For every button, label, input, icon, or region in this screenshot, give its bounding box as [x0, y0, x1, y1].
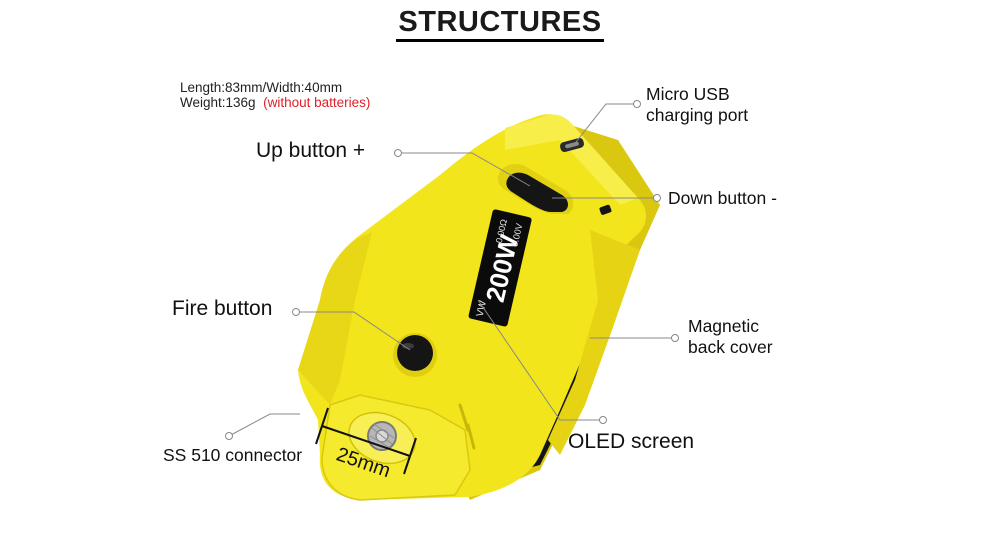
- specs-block: Length:83mm/Width:40mm Weight:136g (with…: [180, 80, 370, 110]
- label-micro-usb-line1: Micro USB: [646, 84, 730, 104]
- fire-button[interactable]: [397, 335, 433, 371]
- bottom-groove-2: [466, 423, 476, 450]
- connector-thread: [369, 423, 395, 449]
- adjust-button[interactable]: [506, 172, 568, 212]
- spec-dimensions: Length:83mm/Width:40mm: [180, 80, 343, 95]
- oled-mode: VW: [475, 299, 489, 318]
- dot-magnetic: [671, 334, 679, 342]
- leader-connector: [228, 413, 300, 437]
- label-fire-button: Fire button: [172, 297, 273, 320]
- label-down-button: Down button -: [668, 188, 777, 208]
- spec-weight: Weight:136g: [180, 95, 256, 110]
- label-micro-usb: Micro USB charging port: [646, 84, 748, 126]
- micro-usb-port-inner: [565, 141, 579, 149]
- label-oled-screen: OLED screen: [568, 430, 695, 453]
- vent-slot: [599, 204, 612, 215]
- side-groove: [548, 230, 640, 455]
- label-magnetic-line2: back cover: [688, 337, 773, 357]
- fire-button-gloss: [402, 343, 414, 349]
- oled-screen-frame: [468, 209, 532, 327]
- dimension-tick-right: [403, 437, 417, 475]
- device-top-face: [505, 114, 638, 205]
- callout-dots: [225, 100, 679, 440]
- leader-up-button: [398, 152, 531, 187]
- leader-oled: [477, 299, 603, 421]
- dot-micro-usb: [633, 100, 641, 108]
- dimension-tick-left: [315, 407, 329, 445]
- leader-fire-button: [296, 311, 411, 351]
- label-magnetic-line1: Magnetic: [688, 316, 760, 336]
- dot-up-button: [394, 149, 402, 157]
- label-magnetic: Magnetic back cover: [688, 316, 773, 358]
- dot-connector: [225, 432, 233, 440]
- bottom-groove-1: [458, 403, 470, 432]
- spec-weight-row: Weight:136g (without batteries): [180, 95, 370, 110]
- dimension-line: [321, 425, 411, 457]
- callouts: [228, 103, 675, 437]
- label-connector: SS 510 connector: [163, 445, 303, 465]
- label-up-button: Up button +: [256, 139, 366, 162]
- leader-micro-usb: [575, 103, 637, 143]
- dot-down-button: [653, 194, 661, 202]
- dot-oled: [599, 416, 607, 424]
- page-title: STRUCTURES: [0, 6, 1000, 42]
- label-micro-usb-line2: charging port: [646, 105, 749, 125]
- device-mod: VW 200W 0.00Ω 0.00V: [298, 114, 660, 501]
- spec-note: (without batteries): [263, 95, 371, 110]
- device-left-shade: [298, 232, 372, 405]
- dot-fire-button: [292, 308, 300, 316]
